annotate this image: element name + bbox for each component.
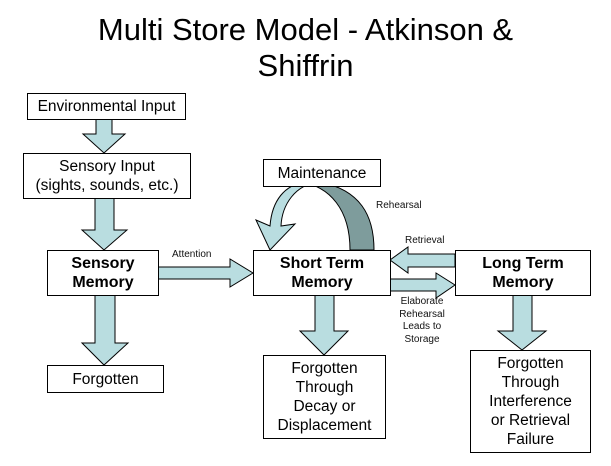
arrow-ltm-to-forgotten	[496, 294, 548, 351]
arrow-elaborate-rehearsal	[389, 272, 456, 299]
label-attention: Attention	[172, 249, 212, 260]
box-sensory-input: Sensory Input (sights, sounds, etc.)	[23, 153, 191, 199]
diagram-title-line1: Multi Store Model - Atkinson &	[97, 12, 514, 47]
arrow-sensory-memory-to-forgotten	[80, 294, 130, 366]
box-sensory-memory: Sensory Memory	[47, 250, 159, 296]
arrow-env-to-sensory-input	[81, 118, 127, 154]
label-retrieval: Retrieval	[405, 235, 445, 246]
label-elaborate-rehearsal: Elaborate Rehearsal Leads to Storage	[399, 296, 445, 345]
diagram-title-line2: Shiffrin	[257, 48, 354, 83]
label-rehearsal: Rehearsal	[376, 200, 422, 211]
arrow-sensory-input-to-sensory-memory	[80, 197, 129, 251]
box-forgotten-decay: Forgotten Through Decay or Displacement	[263, 355, 386, 439]
box-forgotten: Forgotten	[47, 365, 164, 393]
arrow-rehearsal-loop-back	[299, 181, 375, 251]
arrow-rehearsal-loop-front	[254, 181, 321, 251]
box-forgotten-interference: Forgotten Through Interference or Retrie…	[470, 350, 591, 453]
box-short-term-memory: Short Term Memory	[253, 250, 391, 296]
box-long-term-memory: Long Term Memory	[455, 250, 591, 296]
arrow-attention	[157, 258, 254, 288]
arrow-retrieval	[389, 246, 456, 274]
arrow-stm-to-forgotten	[298, 294, 350, 356]
box-environmental-input: Environmental Input	[27, 93, 186, 120]
box-maintenance: Maintenance	[263, 159, 381, 187]
